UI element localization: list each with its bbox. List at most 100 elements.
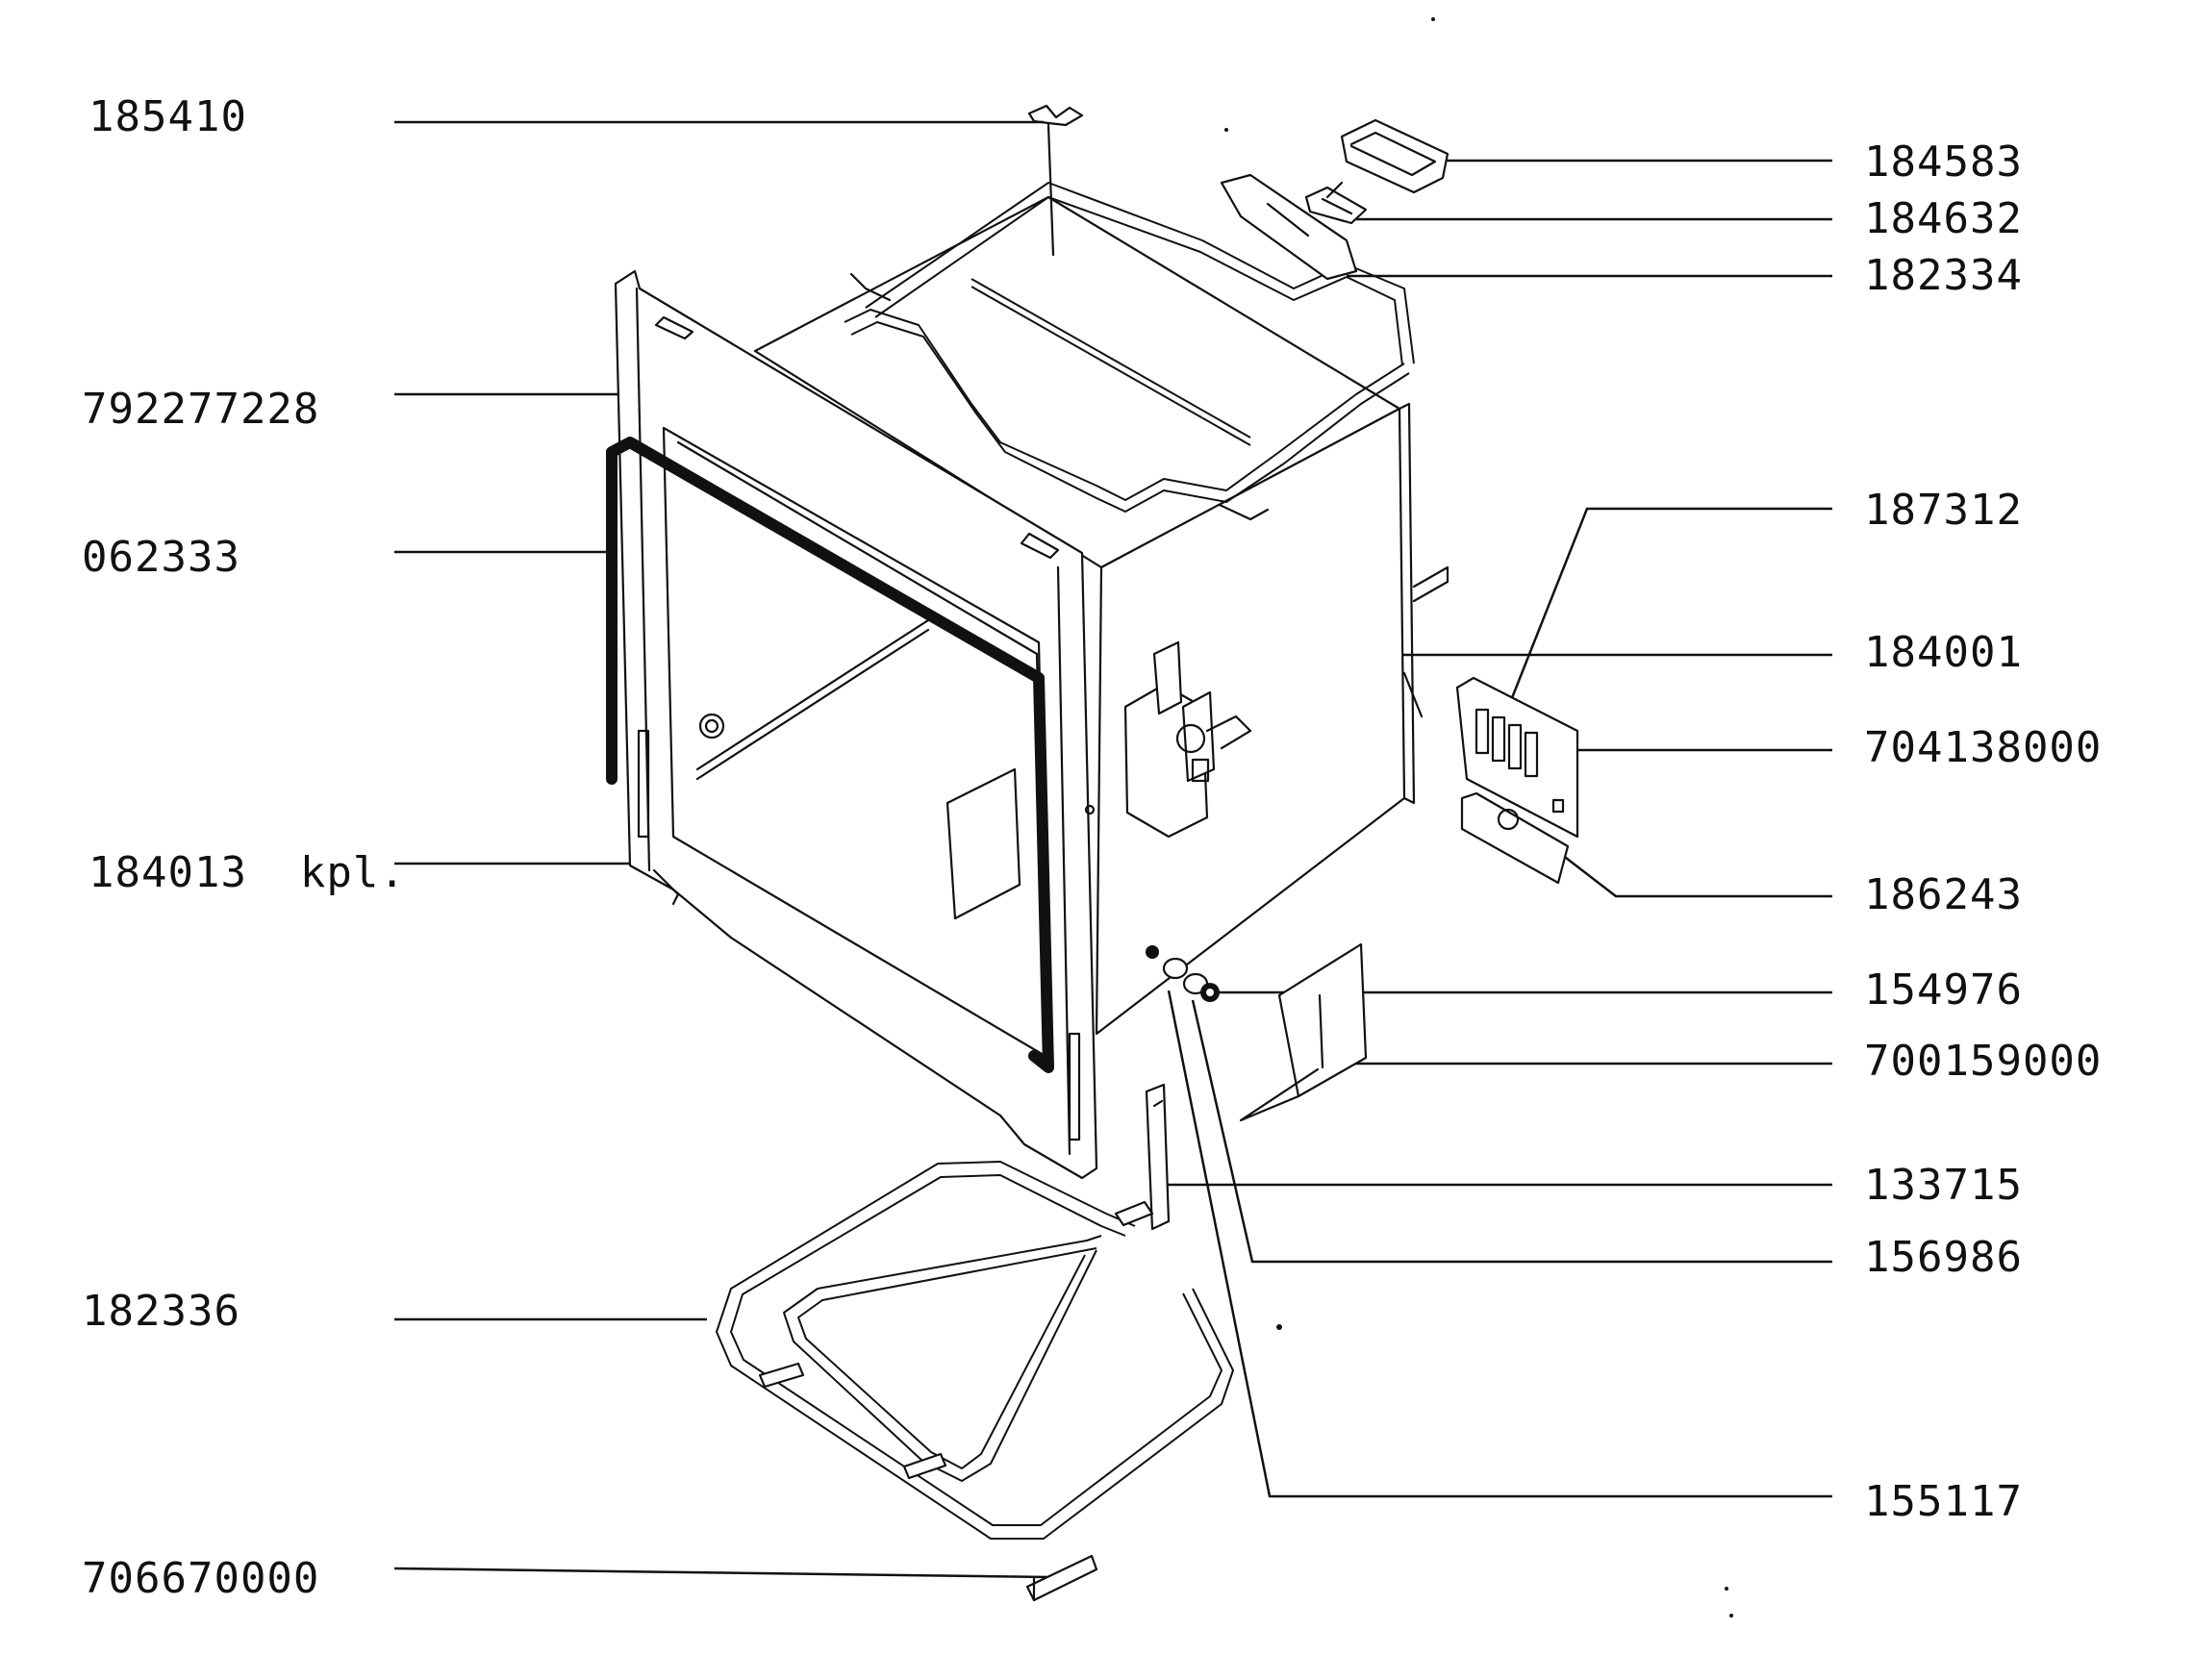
label-184583: 184583 xyxy=(1864,138,2023,187)
grill-rod-back-b xyxy=(874,196,1403,366)
thermostat-shaft xyxy=(1205,715,1252,750)
speck-1 xyxy=(1224,128,1228,132)
grill-center-rod-a xyxy=(970,278,1251,439)
left-labels: 185410 792277228 062333 184013 kpl. 1823… xyxy=(82,92,406,1603)
heat-shield-flange xyxy=(1239,1067,1320,1122)
thermostat-184001 xyxy=(1123,640,1252,839)
label-792277228: 792277228 xyxy=(82,385,319,434)
interior-floor-line-2 xyxy=(695,618,930,771)
label-182336: 182336 xyxy=(82,1287,240,1336)
frame-screw xyxy=(1084,804,1096,815)
bottom-heating-element-182336 xyxy=(716,1161,1234,1540)
frame-left-strip xyxy=(635,287,651,872)
oven-cavity xyxy=(614,195,1449,1180)
frame-tab-top-left xyxy=(654,315,694,340)
terminal-plate-hole xyxy=(1551,798,1565,814)
speck-3 xyxy=(1725,1587,1728,1591)
cavity-rear-flange xyxy=(1398,402,1416,805)
label-184001: 184001 xyxy=(1864,628,2023,677)
door-seal-062333 xyxy=(606,437,1054,1073)
label-186243: 186243 xyxy=(1864,870,2023,919)
rating-plate-184013 xyxy=(945,767,1021,920)
label-184013-kpl: 184013 kpl. xyxy=(88,848,406,897)
grill-center-rod-b xyxy=(970,286,1251,446)
clip-185410-line xyxy=(1046,123,1055,257)
side-edge-detail xyxy=(1402,671,1424,718)
bottom-rod-inner-a xyxy=(783,1235,1102,1482)
heat-shield-panel xyxy=(1277,942,1368,1098)
thermostat-body xyxy=(1181,690,1216,783)
terminal-187312-1 xyxy=(1475,708,1490,755)
gasket-184632-slot xyxy=(1321,197,1353,215)
bottom-rod-outer-a xyxy=(716,1161,1234,1540)
label-155117: 155117 xyxy=(1864,1477,2023,1526)
leader-155117 xyxy=(1167,990,1832,1498)
clip-185410 xyxy=(1027,104,1084,257)
grill-rod-outer-b xyxy=(850,321,1410,513)
grill-terminal-plate xyxy=(1220,173,1358,281)
top-heating-element-182334 xyxy=(844,173,1415,521)
label-184632: 184632 xyxy=(1864,194,2023,243)
cover-184583 xyxy=(1325,118,1449,199)
heat-shield-700159000 xyxy=(1239,942,1368,1122)
leader-186243 xyxy=(1519,821,1832,898)
frame-knob-center xyxy=(704,718,719,734)
cover-184583-body xyxy=(1340,118,1449,194)
label-154976: 154976 xyxy=(1864,965,2023,1015)
label-133715: 133715 xyxy=(1864,1161,2023,1210)
leader-706670000 xyxy=(393,1567,1049,1579)
label-704138000: 704138000 xyxy=(1864,723,2102,772)
frame-tab-top-right xyxy=(1020,532,1060,560)
rod-clip-1 xyxy=(758,1362,805,1389)
rod-clip-2 xyxy=(902,1452,947,1480)
terminal-187312-4 xyxy=(1524,731,1539,778)
clamp-706670000 xyxy=(1025,1554,1098,1602)
leader-187312 xyxy=(1499,507,1832,728)
grill-bracket-left xyxy=(849,272,892,302)
interior-floor-line xyxy=(695,628,930,781)
grill-rod-outer-a xyxy=(844,309,1405,501)
lamp-parts xyxy=(1146,945,1220,1002)
rod-terminal xyxy=(1114,1200,1154,1227)
label-706670000: 706670000 xyxy=(82,1554,319,1603)
insulation-strip-133715 xyxy=(1145,1083,1171,1231)
frame-slot-left xyxy=(637,729,650,839)
grill-rod-back-a xyxy=(865,182,1415,364)
terminal-slot xyxy=(1266,202,1310,238)
strip-detail xyxy=(1152,1099,1164,1108)
thermostat-top-tab xyxy=(1152,640,1183,715)
label-700159000: 700159000 xyxy=(1864,1037,2102,1086)
bottom-rod-inner-b xyxy=(797,1247,1097,1469)
label-062333: 062333 xyxy=(82,533,240,582)
bracket-186243-grommet xyxy=(1497,808,1520,831)
heat-shield-fold xyxy=(1318,993,1324,1069)
frame-knob xyxy=(698,713,725,740)
speck-2 xyxy=(1276,1324,1282,1330)
label-156986: 156986 xyxy=(1864,1233,2023,1282)
frame-right-strip xyxy=(1056,565,1071,1156)
clip-185410-body xyxy=(1027,104,1084,127)
lamp-socket-155117 xyxy=(1162,957,1189,980)
rear-tab xyxy=(1412,565,1449,603)
terminal-block-704138000 xyxy=(1455,676,1579,885)
terminal-187312-3 xyxy=(1507,723,1523,770)
grill-bracket-right xyxy=(1218,503,1270,521)
label-185410: 185410 xyxy=(88,92,247,141)
cover-184583-rim xyxy=(1349,131,1437,177)
frame-foot-left xyxy=(652,868,680,906)
right-labels: 184583 184632 182334 187312 184001 70413… xyxy=(1864,138,2102,1526)
speck-5 xyxy=(1431,17,1435,21)
terminal-187312-2 xyxy=(1491,715,1506,763)
label-187312: 187312 xyxy=(1864,486,2023,535)
speck-4 xyxy=(1729,1614,1733,1617)
thermostat-terminal xyxy=(1191,758,1210,783)
bottom-rod-outer-b xyxy=(730,1174,1223,1526)
lamp-cap-center xyxy=(1206,989,1214,996)
leader-156986 xyxy=(1191,999,1832,1264)
label-182334: 182334 xyxy=(1864,251,2023,300)
lamp-dot xyxy=(1146,945,1159,959)
cover-connector xyxy=(1325,181,1344,199)
bracket-186243 xyxy=(1460,791,1570,885)
